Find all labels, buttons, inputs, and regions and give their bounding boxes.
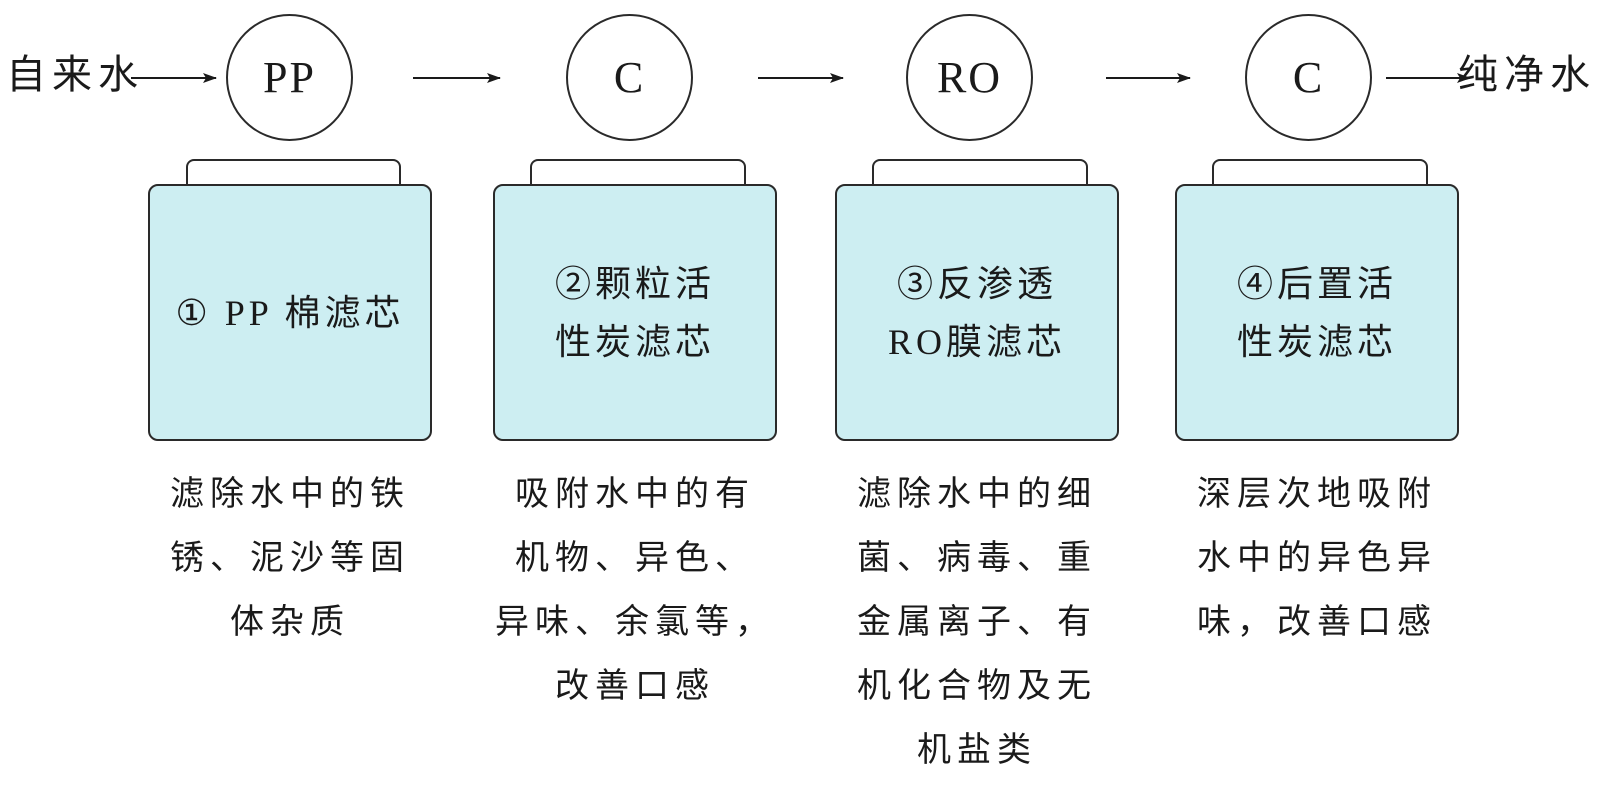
stage-3-desc-line-1: 滤除水中的细: [857, 474, 1097, 514]
stage-4-desc-line-3: 味，改善口感: [1197, 602, 1437, 642]
stage-2-desc-line-2: 机物、异色、: [515, 538, 755, 578]
stage-4-name-line-2: 性炭滤芯: [1236, 321, 1397, 362]
stage-3-symbol: RO: [936, 53, 1003, 102]
stage-2-filter-cap: [530, 159, 746, 186]
output-label-pure-water: 纯净水: [1458, 52, 1596, 98]
stage-1-filter-box: ① PP 棉滤芯: [148, 184, 432, 441]
stage-1-filter-cap: [186, 159, 401, 186]
stage-1-name-line-1: ① PP 棉滤芯: [175, 292, 405, 333]
stage-2-description: 吸附水中的有 机物、异色、 异味、余氯等， 改善口感: [493, 462, 777, 718]
stage-4-name-line-1: ④后置活: [1236, 263, 1397, 304]
stage-4-filter-box: ④后置活 性炭滤芯: [1175, 184, 1459, 441]
stage-4-circle: C: [1245, 14, 1372, 141]
input-label-tap-water: 自来水: [6, 52, 144, 98]
stage-3-desc-line-3: 金属离子、有: [857, 602, 1097, 642]
stage-2-filter-box: ②颗粒活 性炭滤芯: [493, 184, 777, 441]
stage-1-description: 滤除水中的铁 锈、泥沙等固 体杂质: [148, 462, 432, 654]
stage-3-filter-box: ③反渗透 RO膜滤芯: [835, 184, 1119, 441]
stage-1-desc-line-1: 滤除水中的铁: [170, 474, 410, 514]
stage-2-desc-line-3: 异味、余氯等，: [495, 602, 775, 642]
stage-1-circle: PP: [226, 14, 353, 141]
stage-3-desc-line-5: 机盐类: [917, 730, 1037, 770]
stage-1-desc-line-3: 体杂质: [230, 602, 350, 642]
stage-2-name-line-2: 性炭滤芯: [554, 321, 715, 362]
stage-3-desc-line-4: 机化合物及无: [857, 666, 1097, 706]
stage-3-desc-line-2: 菌、病毒、重: [857, 538, 1097, 578]
stage-3-circle: RO: [906, 14, 1033, 141]
stage-3-name-line-2: RO膜滤芯: [887, 321, 1066, 362]
stage-4-desc-line-2: 水中的异色异: [1197, 538, 1437, 578]
stage-3-description: 滤除水中的细 菌、病毒、重 金属离子、有 机化合物及无 机盐类: [835, 462, 1119, 782]
stage-4-description: 深层次地吸附 水中的异色异 味，改善口感: [1175, 462, 1459, 654]
stage-3-name-line-1: ③反渗透: [896, 263, 1057, 304]
stage-2-desc-line-4: 改善口感: [555, 666, 715, 706]
stage-3-filter-cap: [872, 159, 1088, 186]
stage-2-desc-line-1: 吸附水中的有: [515, 474, 755, 514]
stage-4-symbol: C: [1292, 53, 1325, 102]
stage-2-circle: C: [566, 14, 693, 141]
stage-2-symbol: C: [613, 53, 646, 102]
stage-1-desc-line-2: 锈、泥沙等固: [170, 538, 410, 578]
stage-2-name-line-1: ②颗粒活: [554, 263, 715, 304]
stage-4-filter-cap: [1212, 159, 1428, 186]
flow-arrows: [131, 73, 1471, 83]
stage-4-desc-line-1: 深层次地吸附: [1197, 474, 1437, 514]
stage-1-symbol: PP: [263, 53, 316, 102]
